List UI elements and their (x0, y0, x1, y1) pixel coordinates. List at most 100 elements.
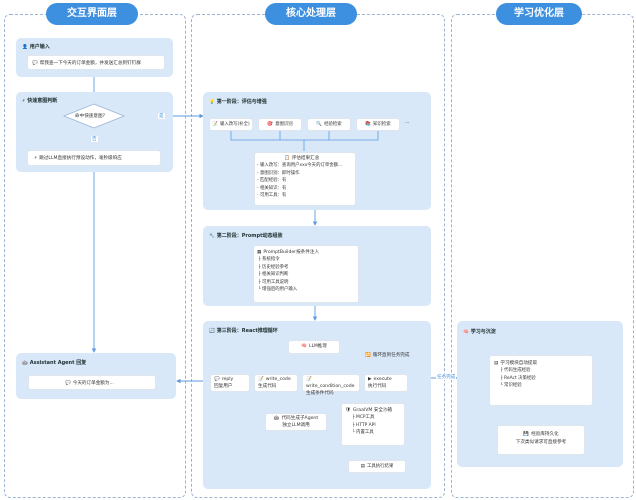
book-icon: 📚 (365, 122, 372, 127)
stage2-item: ├ 可用工具说明 (258, 279, 289, 285)
tool-condition-desc: 生成条件代码 (306, 391, 334, 396)
tool-write-code-name: write_code (265, 377, 291, 382)
decision-text: 命中快速意图? (75, 114, 106, 119)
robot-icon: 🤖 (22, 361, 28, 366)
tool-execute: ▶execute 执行代码 (364, 374, 408, 392)
repeat-icon: 🔁 (365, 353, 371, 358)
sandbox-title-text: GraalVM 安全沙箱 (352, 408, 393, 413)
stage1-summary-list: - 输入改写：查询用户xxx今天的订单金额... - 意图识别：即时操作 - 匹… (257, 162, 342, 200)
learning-title: 🧠学习与沉淀 (463, 328, 496, 335)
learning-layer-title: 学习优化层 (496, 3, 582, 25)
stage1-summary-line: - 相关知识：有 (257, 185, 287, 191)
stage1-summary-line: - 匹配经验：有 (257, 178, 287, 184)
stage1-rewrite: 📝输入改写(补全) (209, 118, 253, 131)
tool-reply-name: reply (221, 377, 234, 382)
stage2-item: └ 增强后的用户输入 (258, 287, 298, 293)
sandbox-card (341, 403, 405, 446)
stage2-builder-card (253, 245, 359, 303)
stage3-title-text: 第三阶段：React推理循环 (216, 328, 278, 334)
checklist-icon: 📋 (284, 156, 290, 161)
memo-icon: 📝 (212, 122, 218, 127)
result-icon: ▤ (360, 464, 365, 469)
brain-icon: 🧠 (301, 344, 308, 349)
stage1-summary-line: - 意图识别：即时操作 (257, 170, 300, 176)
code-icon: 📝 (258, 377, 264, 382)
stage1-intent: 🎯意图识别 (258, 118, 302, 131)
sandbox-title: 🛡GraalVM 安全沙箱 (345, 407, 392, 413)
sandbox-item: ├ MCP工具 (352, 415, 375, 420)
codegen-line2: 独立LLM调用 (282, 423, 310, 428)
extract-list: ├ 代码生成经验 ├ ReAct 决策经验 └ 常识经验 (500, 367, 536, 390)
extract-item: ├ ReAct 决策经验 (500, 375, 536, 381)
stage1-experience: 🔍经验检索 (307, 118, 351, 131)
tool-write-code-desc: 生成代码 (258, 384, 277, 389)
quick-intent-title: ⚡快速意图判断 (22, 97, 57, 104)
tool-execute-desc: 执行代码 (368, 384, 387, 389)
no-label: 否 (91, 136, 98, 142)
quick-action-card: ⚡跳过LLM直接执行预设动作，毫秒级响应 (27, 150, 161, 166)
stage2-builder-text: PromptBuilder按条件注入 (263, 250, 320, 255)
robot-icon: 🤖 (273, 416, 280, 421)
codegen-agent-card: 🤖代码生成子Agent 独立LLM调用 (265, 413, 327, 431)
branch-icon: 📝 (306, 377, 312, 382)
wrench-icon: 🔧 (209, 234, 215, 239)
sandbox-list: ├ MCP工具 ├ HTTP API └ 内置工具 (352, 414, 376, 437)
stage2-list: ├ 系统指令 ├ 历史经验参考 ├ 相关知识判断 ├ 可用工具说明 └ 增强后的… (258, 256, 297, 294)
stage1-rewrite-text: 输入改写(补全) (219, 122, 250, 127)
llm-node: 🧠LLM推理 (288, 340, 340, 354)
stage1-summary-card (254, 152, 356, 206)
extract-card (489, 355, 593, 406)
stage2-title: 🔧第二阶段：Prompt动态组装 (209, 232, 282, 239)
stage1-experience-text: 经验检索 (324, 122, 342, 127)
sandbox-item: └ 内置工具 (352, 430, 374, 436)
stage1-summary-line: - 可用工具：有 (257, 193, 287, 199)
codegen-line1: 代码生成子Agent (281, 416, 319, 421)
reply-icon: 💬 (214, 377, 220, 382)
stage1-knowledge-text: 知识检索 (373, 122, 391, 127)
stage1-summary-line: - 输入改写：查询用户xxx今天的订单金额... (257, 163, 343, 168)
stage2-item: ├ 相关知识判断 (258, 272, 289, 278)
yes-label: 是 (158, 113, 165, 119)
task-complete-label: 任务完成 (436, 374, 457, 380)
search-icon: 🔍 (316, 122, 323, 127)
extract-item: └ 常识经验 (500, 383, 522, 389)
reply-title-text: Assistant Agent 回复 (29, 360, 87, 366)
llm-node-text: LLM推理 (309, 344, 327, 349)
knowledge-base-card: 💾经验库持久化下次类似请求可直接参考 (497, 425, 585, 455)
play-icon: ▶ (368, 377, 372, 382)
interaction-layer-title: 交互界面层 (46, 3, 138, 25)
chat-icon: 💬 (65, 381, 71, 386)
sandbox-item: ├ HTTP API (352, 422, 376, 428)
reply-title: 🤖Assistant Agent 回复 (22, 359, 86, 366)
tool-execute-name: execute (373, 377, 392, 382)
stage1-intent-text: 意图识别 (275, 122, 293, 127)
target-icon: 🎯 (267, 122, 274, 127)
tool-reply-desc: 回复用户 (214, 384, 233, 389)
stage1-title: 💡第一阶段：评估与增强 (209, 98, 267, 105)
stage1-title-text: 第一阶段：评估与增强 (216, 99, 267, 105)
user-input-message: 💬帮我查一下今天的订单金额，并发送汇总到钉钉群 (27, 55, 165, 70)
stage2-item: ├ 历史经验参考 (258, 264, 289, 270)
stage1-knowledge: 📚知识检索 (356, 118, 400, 131)
cycle-icon: 🔄 (209, 329, 215, 334)
extract-title-text: 学习模块自动提取 (500, 361, 538, 366)
brain-icon: 🧠 (463, 330, 469, 335)
stage1-more: ··· (405, 121, 410, 126)
reply-text: 今天的订单金额为... (72, 381, 114, 386)
tool-result-text: 工具执行结果 (366, 464, 394, 469)
bolt-icon: ⚡ (34, 156, 38, 161)
loop-label-text: 循环直到任务完成 (372, 353, 410, 358)
doc-icon: ▤ (494, 361, 499, 366)
chat-icon: 💬 (32, 61, 38, 66)
extract-title: ▤学习模块自动提取 (494, 360, 537, 366)
reply-message: 💬今天的订单金额为... (28, 375, 156, 390)
core-layer-title: 核心处理层 (265, 3, 357, 25)
extract-item: ├ 代码生成经验 (500, 368, 531, 373)
stage3-title: 🔄第三阶段：React推理循环 (209, 327, 278, 334)
user-input-title-text: 用户输入 (29, 44, 50, 50)
user-icon: 👤 (22, 45, 28, 50)
tool-reply: 💬reply 回复用户 (210, 374, 250, 392)
kb-line2: 下次类似请求可直接参考 (515, 440, 567, 445)
